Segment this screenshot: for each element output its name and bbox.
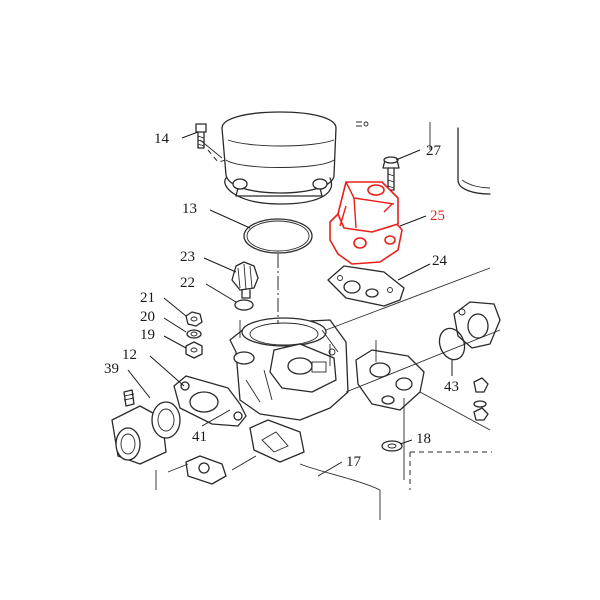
- washer-part-20: [186, 329, 202, 339]
- callout-17: 17: [346, 454, 362, 470]
- frame-lines: [155, 267, 501, 520]
- gasket-part-24: [327, 265, 405, 307]
- callout-41: 41: [192, 429, 207, 445]
- callout-21: 21: [140, 290, 155, 306]
- leader-lines: [127, 131, 453, 477]
- o-ring-part-13: [243, 218, 313, 254]
- bolt-part-27: [382, 156, 400, 191]
- right-plate: [453, 301, 501, 349]
- callout-23: 23: [180, 249, 195, 265]
- right-small-bolts: [473, 377, 489, 421]
- callout-18: 18: [416, 431, 431, 447]
- stud-lines: [239, 320, 331, 366]
- flange-part-12: [173, 375, 247, 427]
- bracket-part-41: [185, 419, 305, 485]
- callout-27: 27: [426, 143, 442, 159]
- callout-13: 13: [182, 201, 197, 217]
- callout-25: 25: [430, 208, 445, 224]
- callout-14: 14: [154, 131, 170, 147]
- callout-43: 43: [444, 379, 459, 395]
- bolt-part-14: [195, 123, 207, 149]
- washer-part-18: [381, 440, 403, 452]
- highlighted-part-25: [329, 181, 403, 265]
- top-small-parts: [356, 121, 369, 127]
- callout-12: 12: [122, 347, 137, 363]
- callout-20: 20: [140, 309, 155, 325]
- callout-39: 39: [104, 361, 119, 377]
- callout-24: 24: [432, 253, 448, 269]
- pipe-fitting-part-39: [111, 389, 181, 465]
- o-ring-part-43: [438, 327, 466, 361]
- filter-housing: [199, 111, 337, 205]
- impeller-part-23: [231, 261, 259, 299]
- manifold-right: [355, 340, 425, 411]
- nut-part-19: [185, 341, 203, 359]
- o-ring-part-22: [234, 299, 254, 311]
- nut-part-21: [185, 311, 203, 327]
- pump-body: [229, 317, 349, 421]
- callout-22: 22: [180, 275, 195, 291]
- callout-labels: 14 27 13 25 23 24 22 21 20 19 12 39 43 4…: [104, 131, 459, 470]
- right-cylinder: [429, 122, 491, 195]
- callout-19: 19: [140, 327, 155, 343]
